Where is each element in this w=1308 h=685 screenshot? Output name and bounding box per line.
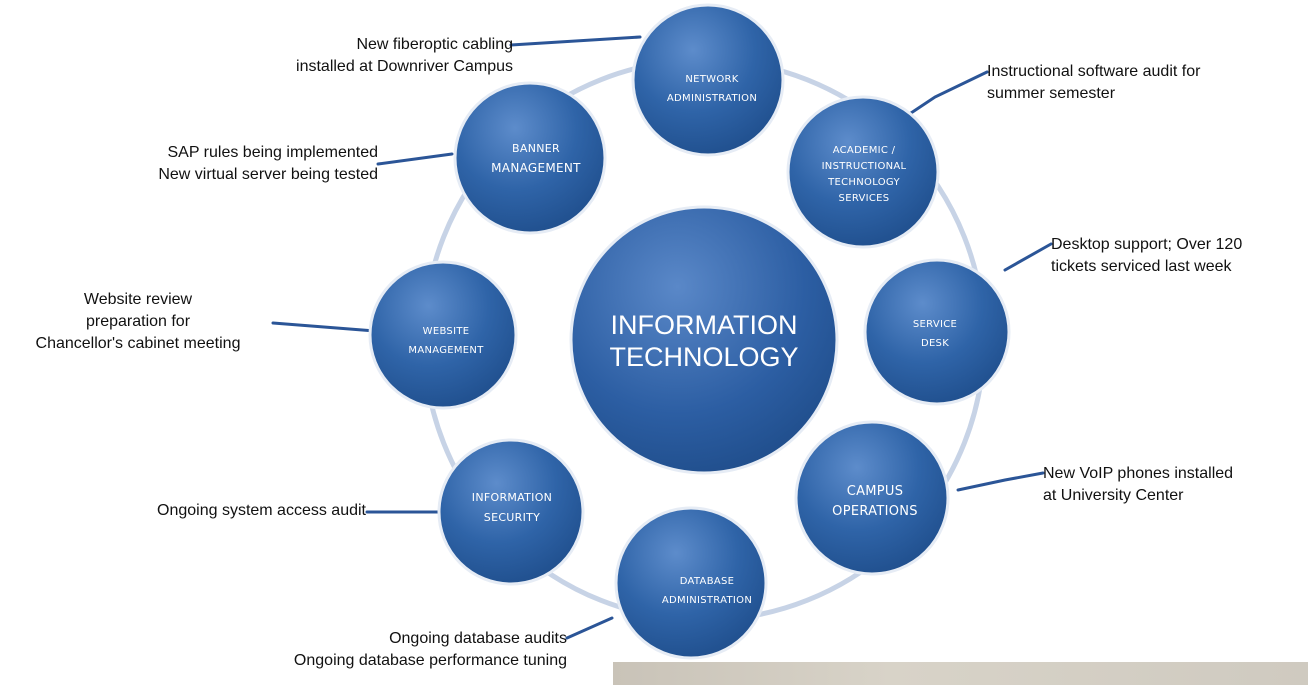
note-academic: Instructional software audit for summer … <box>987 61 1200 105</box>
callout-line-database <box>565 616 614 640</box>
background-photo-corner <box>613 662 1308 685</box>
note-security-line1: Ongoing system access audit <box>157 502 366 519</box>
note-banner-line2: New virtual server being tested <box>158 166 378 183</box>
circle-academic-services <box>786 95 940 249</box>
node-campus-line1: CAMPUS <box>847 484 904 499</box>
note-database-line2: Ongoing database performance tuning <box>293 652 567 669</box>
node-banner-line2: MANAGEMENT <box>491 161 581 175</box>
note-network-line1: New fiberoptic cabling <box>356 36 513 53</box>
note-website: Website review preparation for Chancello… <box>0 289 276 355</box>
node-academic-line4: SERVICES <box>839 193 890 204</box>
node-security-line2: SECURITY <box>484 511 540 524</box>
callout-line-network <box>509 35 642 47</box>
callout-lines <box>271 35 1053 640</box>
note-banner-line1: SAP rules being implemented <box>167 144 379 161</box>
node-campus-line2: OPERATIONS <box>832 504 918 519</box>
node-website-line2: MANAGEMENT <box>408 345 484 356</box>
circle-information-security <box>437 438 585 586</box>
node-academic-line3: TECHNOLOGY <box>827 177 900 188</box>
note-network: New fiberoptic cabling installed at Down… <box>253 34 513 78</box>
circle-campus-operations <box>794 420 950 576</box>
note-website-line2: preparation for <box>85 313 191 330</box>
node-database-line1: DATABASE <box>680 576 735 587</box>
node-academic-line2: INSTRUCTIONAL <box>822 161 907 172</box>
callout-line-campus <box>956 471 1045 492</box>
circle-network-administration <box>631 3 785 157</box>
note-campus: New VoIP phones installed at University … <box>1043 463 1233 507</box>
note-database-line1: Ongoing database audits <box>389 630 567 647</box>
center-title-line2: TECHNOLOGY <box>609 342 798 372</box>
center-circle <box>569 205 839 475</box>
callout-line-banner <box>376 152 454 166</box>
callout-line-service-desk <box>1003 242 1053 272</box>
node-database-line2: ADMINISTRATION <box>662 595 752 606</box>
note-network-line2: installed at Downriver Campus <box>296 58 513 75</box>
node-network-line1: NETWORK <box>685 74 738 85</box>
note-security: Ongoing system access audit <box>90 500 366 522</box>
note-service-desk: Desktop support; Over 120 tickets servic… <box>1051 234 1242 278</box>
center-title-line1: INFORMATION <box>611 310 798 340</box>
circle-website-management <box>368 260 518 410</box>
note-campus-line2: at University Center <box>1043 487 1184 504</box>
circle-database-administration <box>614 506 768 660</box>
note-service-desk-line1: Desktop support; Over 120 <box>1051 236 1243 253</box>
note-academic-line1: Instructional software audit for <box>987 63 1201 80</box>
node-security-line1: INFORMATION <box>472 491 552 504</box>
node-service-desk-line2: DESK <box>921 338 949 349</box>
note-database: Ongoing database audits Ongoing database… <box>195 628 567 672</box>
circle-service-desk <box>863 258 1011 406</box>
note-website-line3: Chancellor's cabinet meeting <box>35 335 241 352</box>
note-campus-line1: New VoIP phones installed <box>1043 465 1234 482</box>
node-network-line2: ADMINISTRATION <box>667 93 757 104</box>
note-academic-line2: summer semester <box>987 85 1116 102</box>
note-banner: SAP rules being implemented New virtual … <box>100 142 378 186</box>
node-banner-line1: BANNER <box>512 142 560 155</box>
node-website-line1: WEBSITE <box>423 326 470 337</box>
node-service-desk-line1: SERVICE <box>913 319 957 330</box>
callout-line-website <box>271 321 377 333</box>
note-website-line1: Website review <box>83 291 193 308</box>
node-academic-line1: ACADEMIC / <box>833 145 896 156</box>
note-service-desk-line2: tickets serviced last week <box>1051 258 1232 275</box>
circle-banner-management <box>453 81 607 235</box>
callout-line-academic <box>903 70 989 119</box>
